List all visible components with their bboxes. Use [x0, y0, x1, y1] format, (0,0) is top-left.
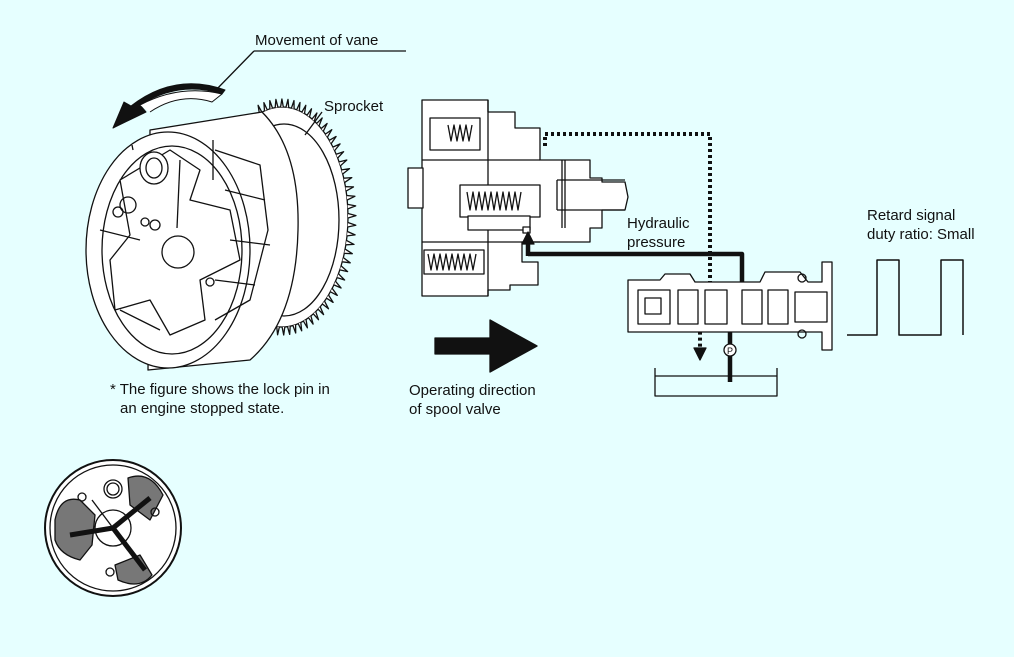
movement-of-vane-label: Movement of vane [255, 32, 379, 49]
pressure-port-marker [723, 343, 737, 357]
vtc-sprocket-assembly [85, 50, 406, 371]
oil-pan [654, 368, 778, 397]
vane-leader-line [213, 50, 255, 93]
drain-line [543, 132, 712, 361]
curved-arrow-icon [112, 83, 226, 129]
note-line-1: * The figure shows the lock pin in [110, 381, 330, 398]
right-arrow-icon [434, 319, 538, 373]
oil-control-valve [627, 261, 833, 351]
hydraulic-pressure-line-1: Hydraulic [627, 215, 690, 232]
lock-pin-cross-section [44, 459, 182, 597]
sprocket-leader-line [304, 111, 323, 136]
note-line-2: an engine stopped state. [120, 400, 285, 417]
sprocket-label: Sprocket [324, 98, 384, 115]
square-wave-path [847, 259, 964, 336]
down-arrow-icon [693, 347, 707, 361]
retard-signal-line-2: duty ratio: Small [867, 226, 975, 243]
vtc-housing [85, 111, 299, 371]
pressure-port-label: P [727, 346, 733, 356]
hydraulic-pressure-line-2: pressure [627, 234, 686, 251]
operating-direction-line-1: Operating direction [409, 382, 536, 399]
retard-signal-line-1: Retard signal [867, 207, 956, 224]
retard-signal-waveform [847, 259, 964, 336]
sprocket-teeth [257, 98, 357, 336]
operating-direction-line-2: of spool valve [409, 401, 501, 418]
vtc-cross-section [407, 99, 629, 297]
